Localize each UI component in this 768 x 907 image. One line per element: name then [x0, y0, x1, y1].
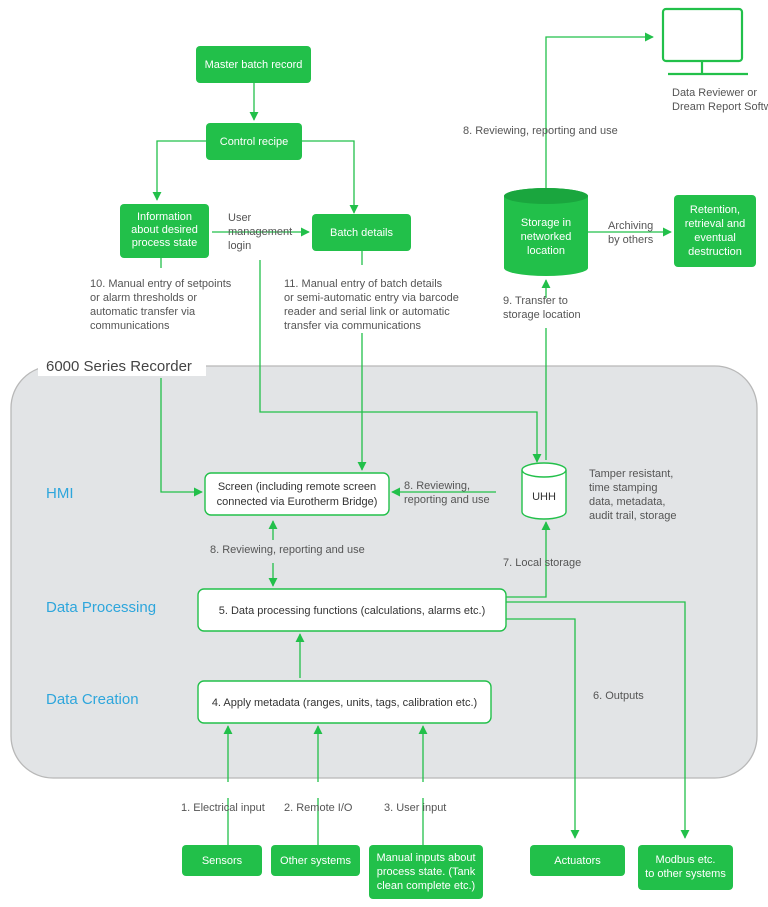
data-reviewer-label: Data Reviewer or	[672, 87, 757, 99]
box-sensors: Sensors	[182, 845, 262, 876]
connectors	[152, 32, 690, 845]
box-actuators: Actuators	[530, 845, 625, 876]
data-reviewer-label-2: Dream Report Software	[672, 101, 768, 113]
svg-text:Other systems: Other systems	[280, 855, 351, 867]
svg-text:UHH: UHH	[532, 491, 556, 503]
layer-data-processing: Data Processing	[46, 599, 156, 616]
archiving-label: Archiving	[608, 220, 653, 232]
svg-text:Actuators: Actuators	[554, 855, 601, 867]
box-screen: Screen (including remote screen connecte…	[204, 472, 390, 516]
box-other-systems: Other systems	[271, 845, 360, 876]
box-manual-inputs: Manual inputs about process state. (Tank…	[369, 845, 483, 899]
svg-text:4. Apply metadata (ranges, uni: 4. Apply metadata (ranges, units, tags, …	[212, 697, 477, 709]
reviewing-screen-label: 8. Reviewing, reporting and use	[210, 544, 365, 556]
svg-text:eventual: eventual	[694, 232, 736, 244]
box-storage-networked: Storage in networked location	[504, 188, 588, 276]
manual-entry-setpoints-label-2: or alarm thresholds or	[90, 292, 197, 304]
recorder-panel	[10, 365, 758, 779]
box-modbus: Modbus etc. to other systems	[638, 845, 733, 890]
transfer-storage-label: 9. Transfer to	[503, 295, 568, 307]
manual-entry-batch-label-3: reader and serial link or automatic	[284, 306, 450, 318]
box-data-processing: 5. Data processing functions (calculatio…	[197, 588, 507, 632]
user-management-label-3: login	[228, 240, 251, 252]
monitor-icon	[661, 7, 748, 76]
box-uhh: UHH	[521, 462, 567, 520]
tamper-label-2: time stamping	[589, 482, 657, 494]
tamper-label-3: data, metadata,	[589, 496, 665, 508]
svg-text:destruction: destruction	[688, 246, 742, 258]
layer-data-creation: Data Creation	[46, 691, 139, 708]
manual-entry-setpoints-label-3: automatic transfer via	[90, 306, 196, 318]
manual-entry-batch-label-4: transfer via communications	[284, 320, 421, 332]
svg-text:to other systems: to other systems	[645, 868, 726, 880]
box-master-batch-record: Master batch record	[196, 46, 311, 83]
svg-text:Control recipe: Control recipe	[220, 136, 288, 148]
reviewing-hmi-label: 8. Reviewing,	[404, 480, 470, 492]
user-management-label: User	[228, 212, 252, 224]
tamper-label: Tamper resistant,	[589, 468, 673, 480]
recorder-title: 6000 Series Recorder	[46, 358, 192, 375]
box-information-desired-state: Information about desired process state	[120, 204, 209, 258]
recorder-title-mask	[38, 354, 206, 376]
svg-text:Sensors: Sensors	[202, 855, 243, 867]
local-storage-label: 7. Local storage	[503, 557, 581, 569]
transfer-storage-label-2: storage location	[503, 309, 581, 321]
manual-entry-batch-label-2: or semi-automatic entry via barcode	[284, 292, 459, 304]
box-retention: Retention, retrieval and eventual destru…	[674, 195, 756, 267]
svg-text:Information: Information	[137, 211, 192, 223]
svg-text:Screen (including remote scree: Screen (including remote screen	[218, 481, 376, 493]
layer-hmi: HMI	[46, 485, 74, 502]
svg-text:connected via Eurotherm Bridge: connected via Eurotherm Bridge)	[217, 496, 378, 508]
box-batch-details: Batch details	[312, 214, 411, 251]
box-apply-metadata: 4. Apply metadata (ranges, units, tags, …	[197, 680, 492, 724]
reviewing-top-label: 8. Reviewing, reporting and use	[463, 125, 618, 137]
box-control-recipe: Control recipe	[206, 123, 302, 160]
user-input-label: 3. User input	[384, 802, 446, 814]
svg-text:Master batch record: Master batch record	[205, 59, 303, 71]
outputs-label: 6. Outputs	[593, 690, 644, 702]
svg-text:Modbus etc.: Modbus etc.	[656, 854, 716, 866]
svg-text:process state. (Tank: process state. (Tank	[377, 866, 476, 878]
svg-text:process state: process state	[132, 237, 197, 249]
archiving-label-2: by others	[608, 234, 654, 246]
svg-text:Batch details: Batch details	[330, 227, 393, 239]
remote-io-label: 2. Remote I/O	[284, 802, 353, 814]
manual-entry-setpoints-label-4: communications	[90, 320, 170, 332]
manual-entry-setpoints-label: 10. Manual entry of setpoints	[90, 278, 232, 290]
electrical-input-label: 1. Electrical input	[181, 802, 265, 814]
svg-text:retrieval and: retrieval and	[685, 218, 746, 230]
svg-text:location: location	[527, 245, 565, 257]
user-management-label-2: management	[228, 226, 292, 238]
svg-text:networked: networked	[521, 231, 572, 243]
manual-entry-batch-label: 11. Manual entry of batch details	[284, 278, 443, 290]
svg-text:5. Data processing functions (: 5. Data processing functions (calculatio…	[219, 605, 486, 617]
tamper-label-4: audit trail, storage	[589, 510, 676, 522]
svg-text:Manual inputs about: Manual inputs about	[376, 852, 475, 864]
reviewing-hmi-label-2: reporting and use	[404, 494, 490, 506]
svg-text:Storage in: Storage in	[521, 217, 571, 229]
svg-text:Retention,: Retention,	[690, 204, 740, 216]
svg-text:about desired: about desired	[131, 224, 198, 236]
svg-text:clean complete etc.): clean complete etc.)	[377, 880, 475, 892]
